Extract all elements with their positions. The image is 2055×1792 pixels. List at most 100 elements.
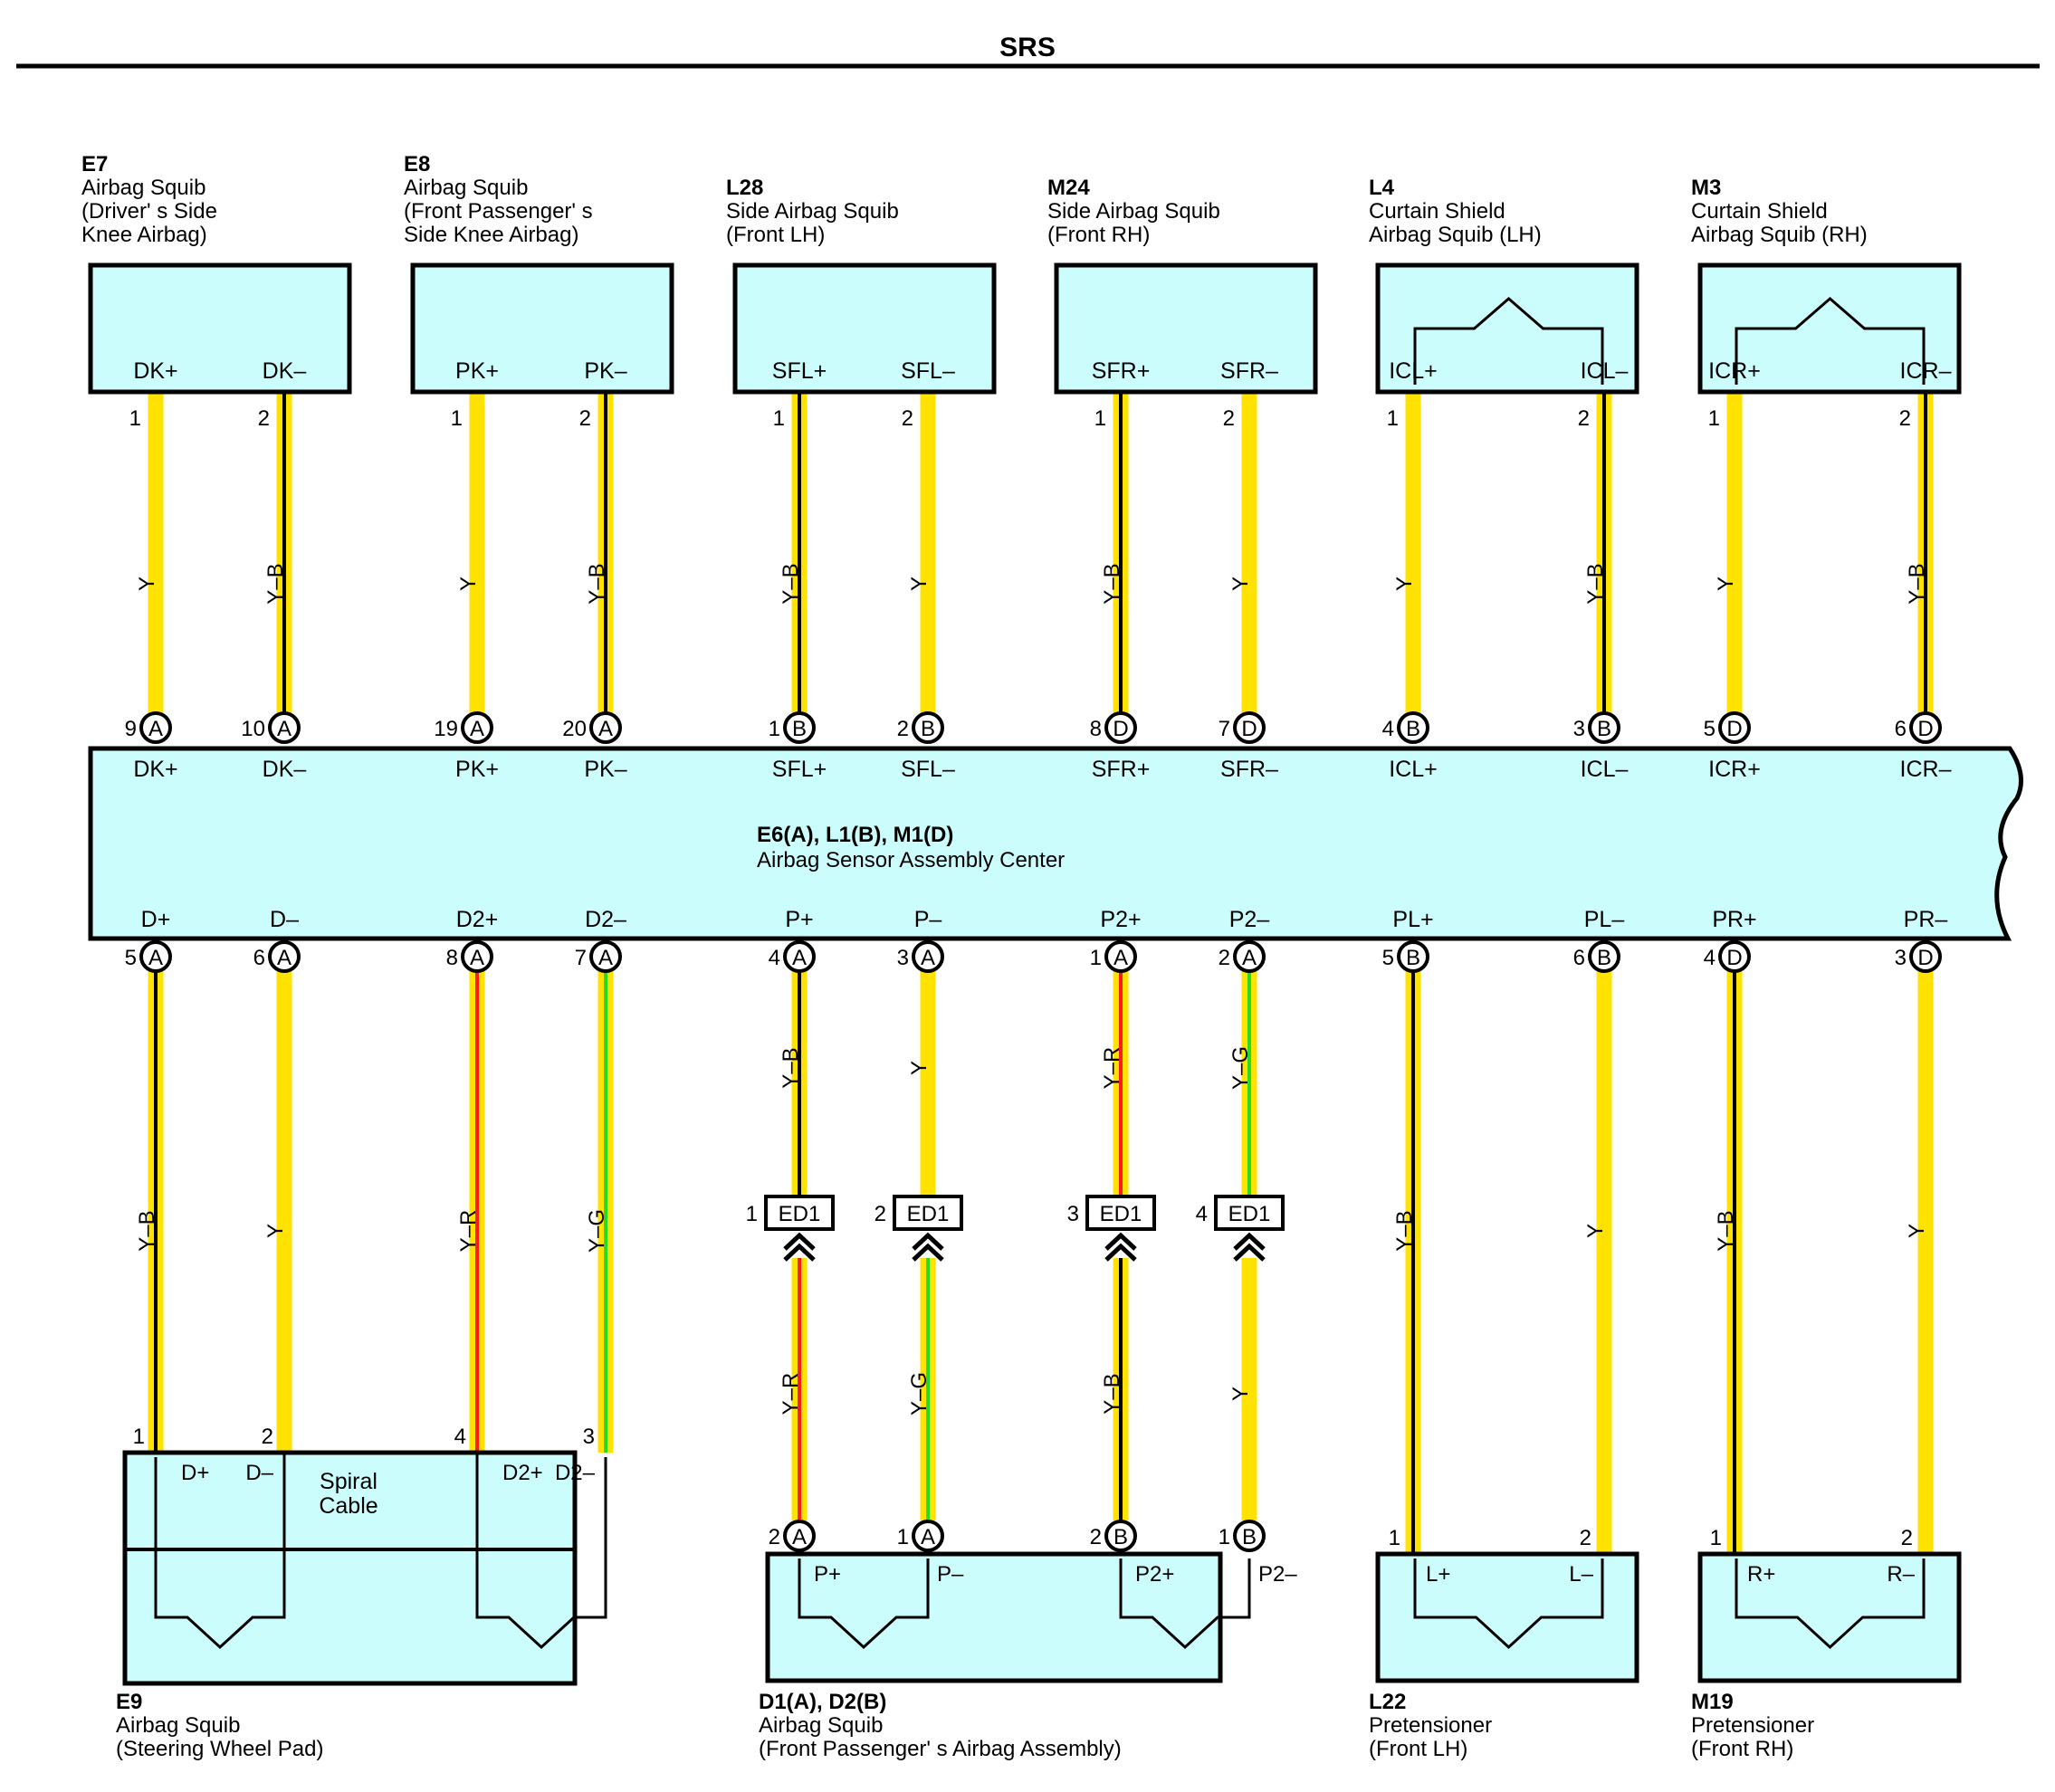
chevron-icon (1233, 1232, 1266, 1251)
passenger-lower-wire-label: Y–R (779, 1373, 803, 1415)
bottom-wire-label: Y (263, 1224, 288, 1238)
component-e9-desc: (Steering Wheel Pad) (116, 1737, 323, 1761)
e9-pin-number: 3 (583, 1425, 595, 1449)
top-pin-label: PK+ (455, 358, 499, 384)
d1-terminal (912, 1520, 944, 1552)
component-m3-desc: Curtain Shield (1691, 199, 1828, 224)
junction-ed1 (1085, 1195, 1156, 1231)
sensor-top-pin: ICR– (1900, 757, 1952, 782)
component-m24-desc: (Front RH) (1047, 223, 1150, 247)
sensor-bottom-terminal-num: 4 (769, 946, 780, 970)
d1-terminal (1233, 1520, 1266, 1552)
top-wire-label: Y (1228, 577, 1253, 591)
bottom-wire-label: Y (1583, 1224, 1608, 1238)
bottom-wire-label: Y–G (1228, 1046, 1253, 1090)
sensor-top-terminal (1397, 711, 1429, 744)
sensor-id: E6(A), L1(B), M1(D) (757, 823, 953, 847)
e9-pin-label: D2+ (502, 1461, 543, 1485)
pretensioner-pin-label: R– (1887, 1562, 1915, 1587)
sensor-bottom-terminal-num: 5 (1382, 946, 1394, 970)
bottom-wire-label: Y (907, 1061, 932, 1075)
pretensioner-pin-label: L– (1569, 1562, 1593, 1587)
top-pin-label: SFL+ (772, 358, 827, 384)
top-pin-number: 2 (1578, 406, 1590, 431)
top-pin-number: 2 (902, 406, 913, 431)
pretensioner-pin-label: L+ (1426, 1562, 1450, 1587)
sensor-bottom-terminal-num: 8 (446, 946, 458, 970)
bottom-wire-label: Y–B (779, 1047, 803, 1088)
sensor-bottom-terminal (1588, 940, 1620, 973)
component-l4-id: L4 (1369, 176, 1395, 200)
component-e8-desc: Side Knee Airbag) (404, 223, 578, 247)
spiral-cable-label: Cable (319, 1493, 378, 1519)
sensor-bottom-terminal (589, 940, 622, 973)
sensor-bottom-pin: PR– (1904, 907, 1948, 932)
squib-loop-icon (1119, 1558, 1251, 1650)
d1-pin-label: P2+ (1135, 1562, 1174, 1587)
d1-terminal-conn: A (792, 1525, 807, 1549)
component-l4-desc: Curtain Shield (1369, 199, 1505, 224)
sensor-bottom-terminal (139, 940, 172, 973)
component-e7-desc: Airbag Squib (81, 176, 206, 200)
sensor-bottom-pin: PL– (1584, 907, 1625, 932)
sensor-bottom-pin: P2– (1229, 907, 1270, 932)
d1-terminal (1104, 1520, 1137, 1552)
sensor-bottom-terminal-conn: A (1242, 946, 1257, 970)
sensor-bottom-terminal-conn: B (1597, 946, 1611, 970)
e9-pin-label: D+ (181, 1461, 209, 1485)
sensor-bottom-terminal-conn: B (1406, 946, 1420, 970)
sensor-top-terminal-conn: D (1113, 717, 1128, 741)
sensor-bottom-pin: P2+ (1100, 907, 1141, 932)
top-pin-number: 1 (1708, 406, 1720, 431)
d1-pin-label: P+ (814, 1562, 841, 1587)
component-d1-d2-id: D1(A), D2(B) (759, 1690, 886, 1714)
component-e7-desc: Knee Airbag) (81, 223, 207, 247)
sensor-top-terminal-num: 4 (1382, 717, 1394, 741)
sensor-bottom-terminal (1233, 940, 1266, 973)
sensor-top-terminal-conn: D (1726, 717, 1742, 741)
chevron-icon (1104, 1243, 1137, 1262)
e9-pin-number: 1 (133, 1425, 145, 1449)
d1-terminal (783, 1520, 816, 1552)
squib-roof-icon (1735, 297, 1926, 385)
sensor-top-terminal (1588, 711, 1620, 744)
top-pin-number: 1 (1094, 406, 1106, 431)
component-m19-desc: Pretensioner (1691, 1713, 1814, 1738)
sensor-bottom-terminal-num: 3 (897, 946, 909, 970)
sensor-bottom-terminal-conn: A (921, 946, 935, 970)
airbag-sensor-assembly (88, 746, 2023, 941)
sensor-top-terminal-conn: A (470, 717, 484, 741)
component-e8-id: E8 (404, 152, 430, 176)
d1-terminal-conn: B (1242, 1525, 1257, 1549)
sensor-bottom-terminal-num: 6 (1573, 946, 1585, 970)
e9-pin-number: 2 (262, 1425, 273, 1449)
component-e8-desc: (Front Passenger' s (404, 199, 593, 224)
top-pin-number: 2 (1223, 406, 1235, 431)
wires-layer (148, 392, 1934, 1557)
junction-ed1-label: ED1 (1228, 1202, 1271, 1226)
e9-pin-number: 4 (454, 1425, 466, 1449)
component-e7-desc: (Driver' s Side (81, 199, 217, 224)
chevron-icon (912, 1243, 944, 1262)
sensor-bottom-pin: D– (270, 907, 299, 932)
sensor-bottom-terminal (268, 940, 301, 973)
top-pin-number: 2 (1899, 406, 1911, 431)
bottom-wire-label: Y–B (1392, 1210, 1417, 1251)
sensor-top-pin: ICR+ (1708, 757, 1761, 782)
component-m19-desc: (Front RH) (1691, 1737, 1793, 1761)
d1-terminal-num: 2 (1090, 1525, 1102, 1549)
sensor-bottom-terminal (912, 940, 944, 973)
sensor-top-terminal (912, 711, 944, 744)
sensor-bottom-pin: P– (914, 907, 942, 932)
sensor-bottom-terminal-conn: A (598, 946, 613, 970)
top-wire-label: Y–B (1583, 563, 1608, 604)
junction-ed1-label: ED1 (779, 1202, 821, 1226)
top-pin-number: 1 (773, 406, 785, 431)
component-l22-id: L22 (1369, 1690, 1406, 1714)
top-pin-label: DK– (263, 358, 307, 384)
sensor-bottom-terminal-conn: A (1114, 946, 1128, 970)
sensor-bottom-terminal-num: 3 (1895, 946, 1907, 970)
sensor-top-pin: PK– (584, 757, 626, 782)
sensor-top-terminal-num: 6 (1895, 717, 1907, 741)
